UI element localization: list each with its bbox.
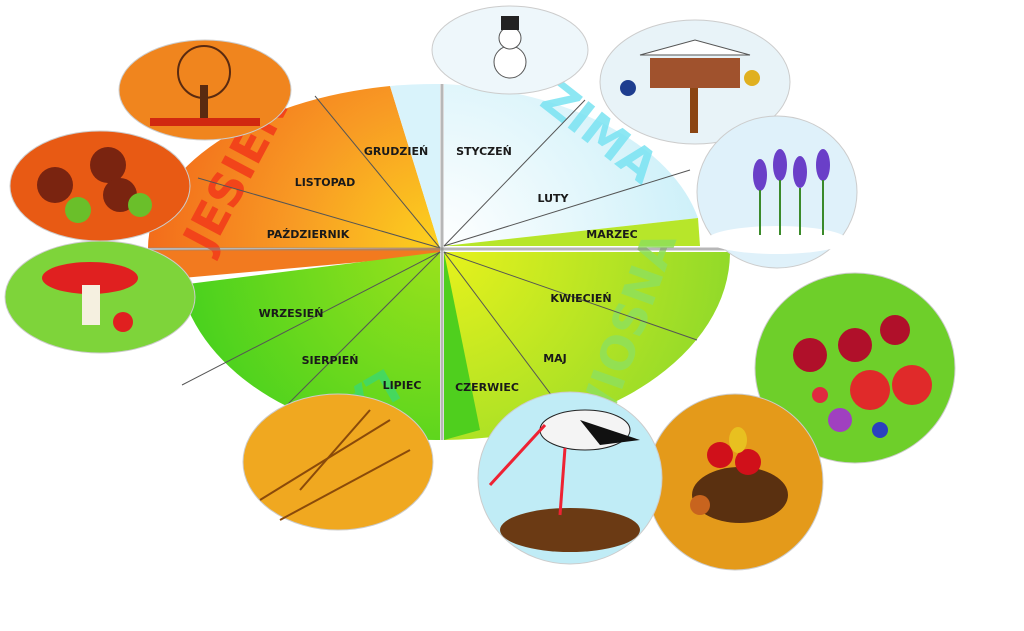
month-october: PAŹDZIERNIK bbox=[267, 228, 350, 241]
month-september: WRZESIEŃ bbox=[259, 307, 324, 320]
autumn-quadrant: JESIEŃ bbox=[148, 85, 440, 280]
crocus-picture[interactable] bbox=[696, 115, 858, 269]
stork-picture[interactable] bbox=[477, 391, 663, 565]
bare-tree-picture[interactable] bbox=[118, 39, 292, 141]
chestnuts-picture[interactable] bbox=[9, 130, 191, 242]
fruits-picture[interactable] bbox=[754, 272, 956, 464]
month-dividers bbox=[148, 84, 730, 440]
month-may: MAJ bbox=[543, 352, 567, 365]
bird-feeder-picture[interactable] bbox=[599, 19, 791, 145]
month-january: STYCZEŃ bbox=[456, 145, 512, 158]
month-december: GRUDZIEŃ bbox=[364, 145, 428, 158]
snowman-picture[interactable] bbox=[431, 5, 589, 95]
month-february: LUTY bbox=[537, 192, 569, 205]
month-march: MARZEC bbox=[586, 228, 638, 241]
hedgehog-picture[interactable] bbox=[646, 393, 824, 571]
month-june: CZERWIEC bbox=[455, 381, 519, 394]
month-november: LISTOPAD bbox=[295, 176, 356, 189]
month-april: KWIECIEŃ bbox=[550, 292, 611, 305]
wheat-picture[interactable] bbox=[242, 393, 434, 531]
month-august: SIERPIEŃ bbox=[302, 354, 359, 367]
mushroom-picture[interactable] bbox=[4, 240, 196, 354]
month-july: LIPIEC bbox=[383, 379, 422, 392]
